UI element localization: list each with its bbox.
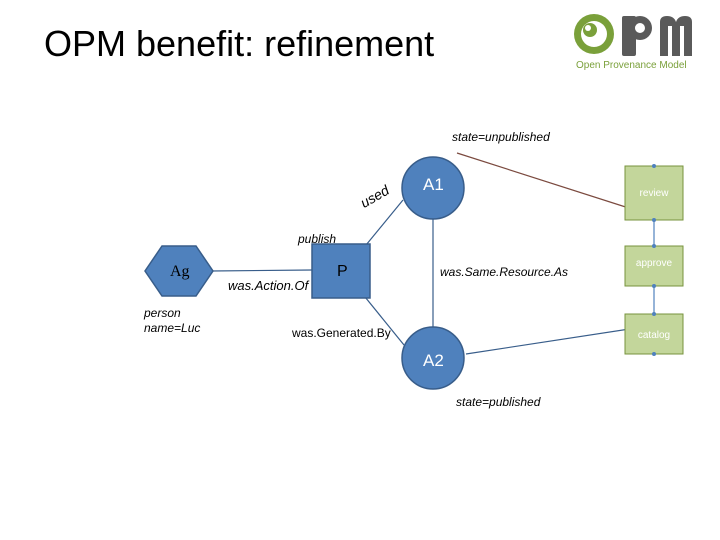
logo-letter-m-icon bbox=[660, 16, 692, 56]
connector-dot bbox=[652, 284, 656, 288]
edge-label-was-generated-by: was.Generated.By bbox=[292, 326, 391, 340]
box-label-approve: approve bbox=[635, 258, 673, 269]
node-label-a2: A2 bbox=[423, 351, 444, 370]
box-label-catalog: catalog bbox=[637, 330, 671, 341]
annotation-state-published: state=published bbox=[456, 395, 541, 409]
connector-dot bbox=[652, 312, 656, 316]
process-box-catalog bbox=[624, 313, 684, 355]
annotation-name: name=Luc bbox=[144, 321, 201, 335]
artifact-node-a2 bbox=[401, 326, 465, 390]
node-label-a1: A1 bbox=[423, 175, 444, 194]
edge-label-was-action-of: was.Action.Of bbox=[228, 278, 309, 293]
agent-node-ag bbox=[144, 245, 214, 297]
artifact-node-a1 bbox=[401, 156, 465, 220]
node-label-ag: Ag bbox=[170, 263, 190, 280]
connector-dot bbox=[652, 218, 656, 222]
slide-title: OPM benefit: refinement bbox=[44, 23, 435, 64]
process-box-review bbox=[624, 165, 684, 221]
logo-tagline: Open Provenance Model bbox=[576, 60, 687, 71]
opm-logo: Open Provenance Model bbox=[570, 8, 710, 74]
edge-a1-review bbox=[456, 152, 636, 211]
annotation-publish: publish bbox=[298, 232, 337, 246]
connector-dot bbox=[652, 244, 656, 248]
edge-was-generated-by bbox=[360, 291, 405, 346]
edge-a2-catalog bbox=[465, 327, 637, 355]
edge-was-action-of bbox=[210, 269, 313, 272]
annotation-state-unpublished: state=unpublished bbox=[452, 130, 550, 144]
annotation-person: person bbox=[144, 306, 181, 320]
connector-dot bbox=[652, 164, 656, 168]
edge-label-was-same-resource-as: was.Same.Resource.As bbox=[440, 265, 569, 279]
connector-dot bbox=[652, 352, 656, 356]
process-node-p bbox=[311, 243, 371, 299]
node-label-p: P bbox=[337, 263, 348, 280]
box-label-review: review bbox=[639, 188, 669, 199]
opm-logo-mark bbox=[574, 14, 692, 56]
